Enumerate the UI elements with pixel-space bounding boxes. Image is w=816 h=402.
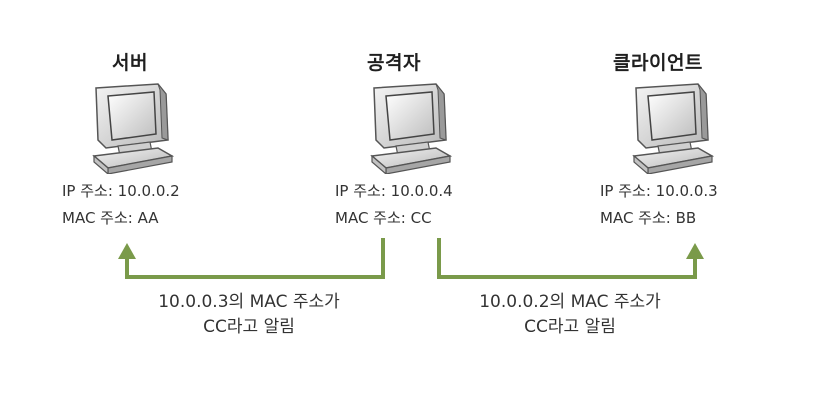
attacker-title: 공격자 [367,52,421,74]
client-computer-icon [632,83,715,174]
server-info: IP 주소: 10.0.0.2 MAC 주소: AA [62,178,180,232]
arrow-head-server [118,243,136,259]
message-to-client-line1: 10.0.0.2의 MAC 주소가 [479,292,661,312]
client-ip-label: IP 주소: 10.0.0.3 [600,182,718,200]
attacker-ip-label: IP 주소: 10.0.0.4 [335,182,453,200]
message-to-server: 10.0.0.3의 MAC 주소가 CC라고 알림 [134,290,364,340]
client-info: IP 주소: 10.0.0.3 MAC 주소: BB [600,178,718,232]
message-to-server-line1: 10.0.0.3의 MAC 주소가 [158,292,340,312]
message-to-server-line2: CC라고 알림 [203,317,295,337]
client-mac-label: MAC 주소: BB [600,209,697,227]
server-title: 서버 [112,52,148,74]
client-title: 클라이언트 [613,52,703,74]
message-to-client-line2: CC라고 알림 [524,317,616,337]
arrow-to-client [437,238,697,279]
arrow-head-client [686,243,704,259]
arrow-to-server [125,238,385,279]
message-to-client: 10.0.0.2의 MAC 주소가 CC라고 알림 [455,290,685,340]
server-computer-icon [92,83,175,174]
server-mac-label: MAC 주소: AA [62,209,159,227]
attacker-computer-icon [370,83,453,174]
server-ip-label: IP 주소: 10.0.0.2 [62,182,180,200]
attacker-mac-label: MAC 주소: CC [335,209,432,227]
attacker-info: IP 주소: 10.0.0.4 MAC 주소: CC [335,178,453,232]
